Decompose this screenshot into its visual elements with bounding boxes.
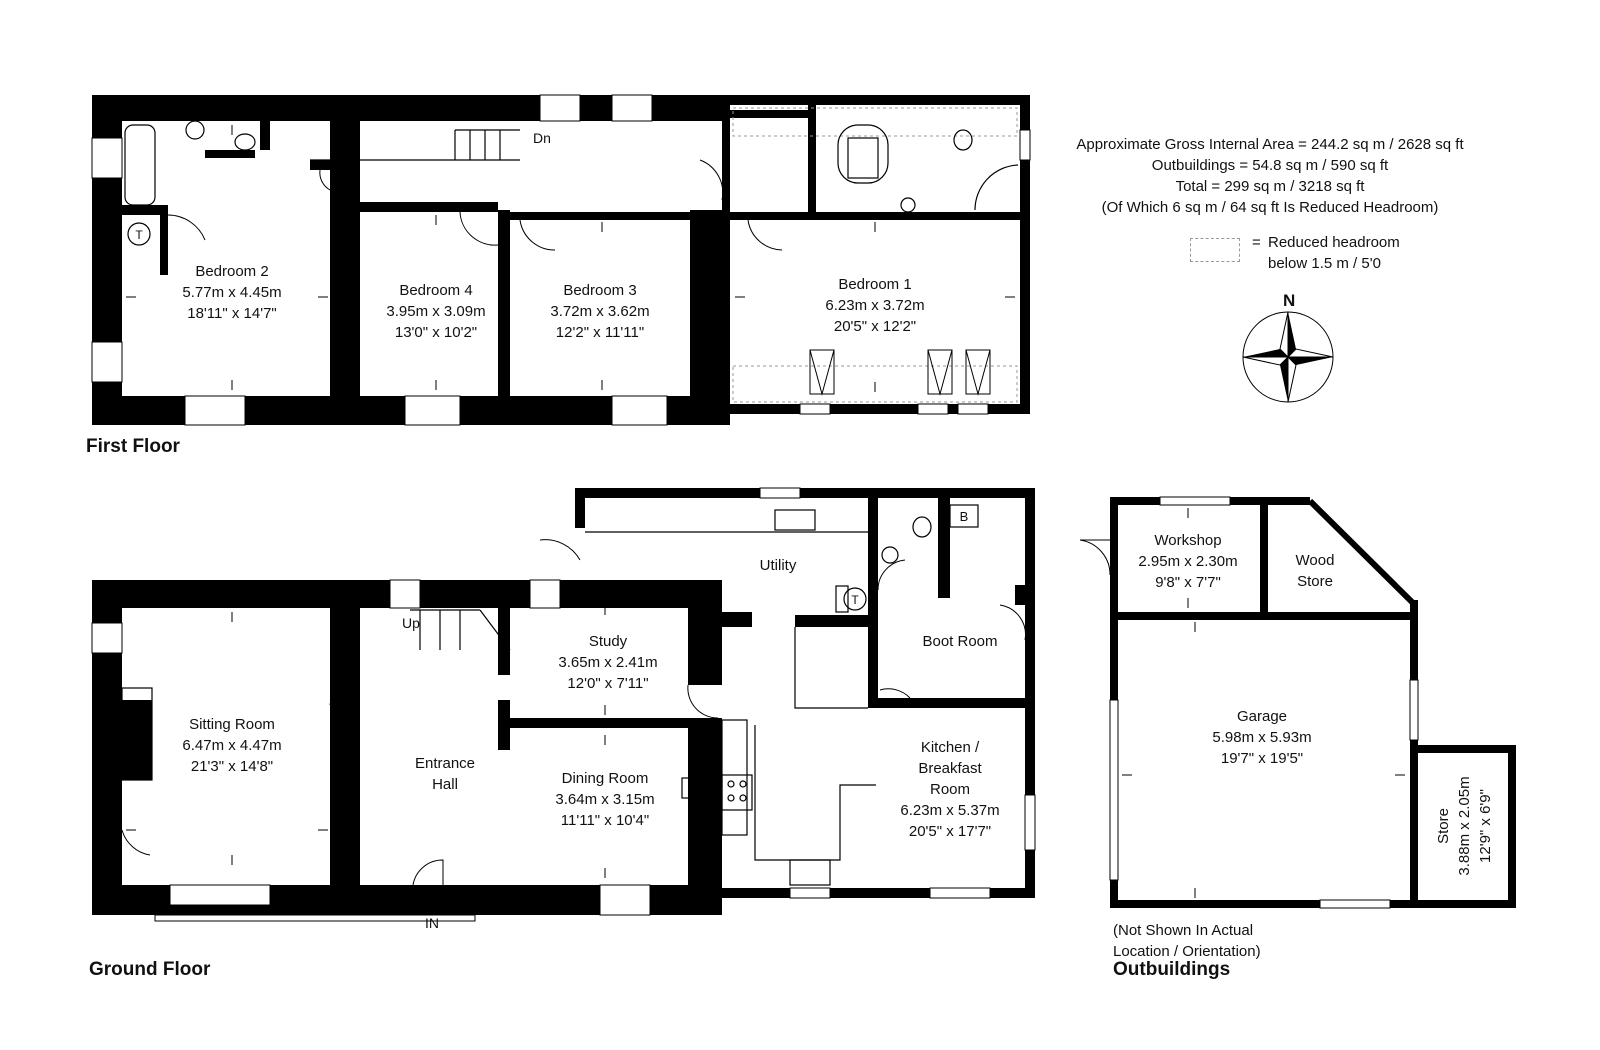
- room-store: Store 3.88m x 2.05m 12'9" x 6'9": [1435, 776, 1494, 875]
- boiler-label: B: [960, 509, 969, 524]
- room-dim-imperial: 19'7" x 19'5": [1221, 750, 1303, 767]
- note-line-2: Location / Orientation): [1113, 943, 1261, 960]
- room-name-line1: Wood: [1296, 552, 1335, 569]
- room-dim-imperial: 12'2" x 11'11": [556, 324, 644, 341]
- ground-floor-doors: [121, 539, 1026, 886]
- stairs-down-label: Dn: [533, 130, 551, 146]
- room-name: Garage: [1237, 708, 1287, 725]
- room-name-line2: Breakfast: [918, 760, 982, 777]
- room-dim-imperial: 12'9" x 6'9": [1477, 789, 1494, 863]
- note-line-1: (Not Shown In Actual: [1113, 922, 1254, 939]
- room-dim-metric: 5.98m x 5.93m: [1212, 729, 1311, 746]
- room-name: Bedroom 2: [195, 263, 268, 280]
- room-bedroom-4: Bedroom 4 3.95m x 3.09m 13'0" x 10'2": [386, 282, 485, 341]
- room-name: Store: [1435, 808, 1452, 844]
- room-dim-metric: 2.95m x 2.30m: [1138, 553, 1237, 570]
- room-name: Bedroom 3: [563, 282, 636, 299]
- legend-line-2: below 1.5 m / 5'0: [1268, 255, 1381, 272]
- room-name-line3: Room: [930, 781, 970, 798]
- room-dim-imperial: 9'8" x 7'7": [1155, 574, 1221, 591]
- room-name: Bedroom 4: [399, 282, 472, 299]
- ground-floor-title: Ground Floor: [89, 959, 211, 980]
- room-dim-imperial: 20'5" x 12'2": [834, 318, 916, 335]
- room-study: Study 3.65m x 2.41m 12'0" x 7'11": [558, 633, 657, 692]
- room-dim-imperial: 12'0" x 7'11": [567, 675, 648, 692]
- room-sitting-room: Sitting Room 6.47m x 4.47m 21'3" x 14'8": [182, 716, 281, 775]
- stairs-up-label: Up: [402, 615, 420, 631]
- reduced-headroom-area-text: (Of Which 6 sq m / 64 sq ft Is Reduced H…: [1101, 199, 1439, 216]
- room-name: Boot Room: [922, 633, 997, 650]
- ground-floor-fixtures: [121, 504, 979, 886]
- room-dim-metric: 6.47m x 4.47m: [182, 737, 281, 754]
- skylight-windows: [809, 349, 991, 396]
- room-dim-imperial: 13'0" x 10'2": [395, 324, 477, 341]
- room-utility: Utility: [760, 557, 797, 574]
- outbuildings-title: Outbuildings: [1113, 959, 1230, 980]
- room-name: Dining Room: [562, 770, 649, 787]
- outbuildings-plan: Workshop 2.95m x 2.30m 9'8" x 7'7" Wood …: [1079, 496, 1516, 980]
- tank-label: T: [135, 228, 143, 242]
- first-floor-title: First Floor: [86, 436, 181, 457]
- room-dim-imperial: 21'3" x 14'8": [191, 758, 273, 775]
- legend-text: Reduced headroom below 1.5 m / 5'0: [1268, 232, 1400, 274]
- ground-floor-windows: [91, 487, 1036, 922]
- room-name: Sitting Room: [189, 716, 275, 733]
- room-dim-metric: 3.72m x 3.62m: [550, 303, 649, 320]
- legend-equals: =: [1252, 234, 1261, 251]
- ground-floor-plan: Up IN T B Sitting Room 6.47m x 4.47m 21'…: [89, 487, 1036, 980]
- north-compass-icon: [1242, 311, 1334, 403]
- room-name: Bedroom 1: [838, 276, 911, 293]
- room-bedroom-3: Bedroom 3 3.72m x 3.62m 12'2" x 11'11": [550, 282, 649, 341]
- room-dim-imperial: 18'11" x 14'7": [187, 305, 277, 322]
- gross-area-text: Approximate Gross Internal Area = 244.2 …: [1076, 136, 1464, 153]
- room-dim-metric: 6.23m x 3.72m: [825, 297, 924, 314]
- first-floor-walls: [92, 95, 1030, 425]
- compass-north-label: N: [1283, 291, 1295, 310]
- room-dim-metric: 3.88m x 2.05m: [1456, 776, 1473, 875]
- entrance-in-label: IN: [425, 915, 439, 931]
- first-floor-plan: Dn T Bedroom 2 5.77m x 4.45m 18'11" x 14…: [86, 94, 1031, 457]
- outbuildings-note: (Not Shown In Actual Location / Orientat…: [1113, 920, 1261, 962]
- first-floor-doors: [167, 159, 783, 251]
- room-name-line1: Kitchen /: [921, 739, 980, 756]
- room-name-line2: Hall: [432, 776, 458, 793]
- first-floor-fixtures: [124, 120, 1019, 246]
- first-floor-windows: [91, 94, 1031, 426]
- wood-store-diagonal-wall: [1307, 498, 1417, 607]
- dimension-arrows: [126, 125, 1405, 898]
- room-wood-store: Wood Store: [1296, 552, 1335, 590]
- area-summary: Approximate Gross Internal Area = 244.2 …: [1040, 134, 1500, 218]
- outbuildings-openings: [1109, 496, 1419, 909]
- room-boot-room: Boot Room: [922, 633, 997, 650]
- room-name-line2: Store: [1297, 573, 1333, 590]
- room-entrance-hall: Entrance Hall: [415, 755, 475, 793]
- room-dim-metric: 3.65m x 2.41m: [558, 654, 657, 671]
- room-kitchen-breakfast: Kitchen / Breakfast Room 6.23m x 5.37m 2…: [900, 739, 999, 840]
- room-dim-metric: 3.95m x 3.09m: [386, 303, 485, 320]
- room-dim-metric: 3.64m x 3.15m: [555, 791, 654, 808]
- room-dim-imperial: 20'5" x 17'7": [909, 823, 991, 840]
- ground-floor-walls: [92, 488, 1035, 915]
- room-garage: Garage 5.98m x 5.93m 19'7" x 19'5": [1212, 708, 1311, 767]
- room-bedroom-1: Bedroom 1 6.23m x 3.72m 20'5" x 12'2": [825, 276, 924, 335]
- room-dining-room: Dining Room 3.64m x 3.15m 11'11" x 10'4": [555, 770, 654, 829]
- reduced-headroom-zones: [732, 107, 1018, 403]
- outbuildings-area-text: Outbuildings = 54.8 sq m / 590 sq ft: [1151, 157, 1389, 174]
- room-name: Workshop: [1154, 532, 1221, 549]
- reduced-headroom-swatch: [1190, 238, 1240, 262]
- room-dim-metric: 5.77m x 4.45m: [182, 284, 281, 301]
- room-name-line1: Entrance: [415, 755, 475, 772]
- room-name: Utility: [760, 557, 797, 574]
- room-bedroom-2: Bedroom 2 5.77m x 4.45m 18'11" x 14'7": [182, 263, 281, 322]
- legend-line-1: Reduced headroom: [1268, 234, 1400, 251]
- room-name: Study: [589, 633, 628, 650]
- outbuildings-doors: [1079, 539, 1111, 576]
- total-area-text: Total = 299 sq m / 3218 sq ft: [1175, 178, 1365, 195]
- room-dim-metric: 6.23m x 5.37m: [900, 802, 999, 819]
- room-workshop: Workshop 2.95m x 2.30m 9'8" x 7'7": [1138, 532, 1237, 591]
- room-dim-imperial: 11'11" x 10'4": [561, 812, 649, 829]
- tank-label: T: [851, 593, 859, 607]
